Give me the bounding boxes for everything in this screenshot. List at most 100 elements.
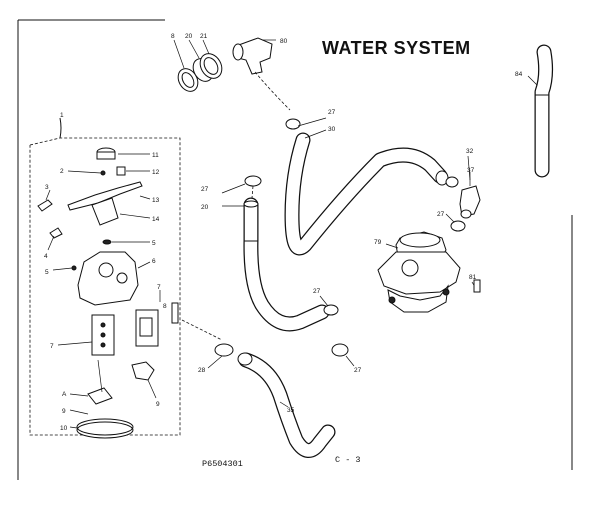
leader-21-top (202, 39, 210, 55)
nozzle-part (131, 361, 155, 381)
leader-7a (57, 341, 93, 346)
leader-8-top (173, 39, 185, 69)
diagram-title: WATER SYSTEM (322, 38, 471, 58)
leader-35 (279, 401, 289, 408)
leader-14 (119, 213, 151, 219)
label-7a: 7 (50, 343, 54, 350)
label-11: 11 (152, 152, 159, 159)
clamp-27-right (450, 220, 466, 232)
dash-valve-to-clamp (181, 319, 223, 341)
leader-10 (69, 426, 78, 429)
hose-84 (527, 44, 554, 178)
label-7b: 7 (157, 284, 161, 291)
leader-30 (304, 129, 327, 139)
solenoid-hole-3 (100, 342, 106, 348)
leader-79 (385, 243, 399, 249)
leader-27-right (445, 213, 455, 223)
label-5b: 5 (45, 269, 49, 276)
label-35: 35 (287, 407, 295, 414)
pin-part (37, 199, 53, 212)
hose-35 (207, 343, 336, 458)
hose-35-end (237, 352, 253, 366)
hose-20 (221, 175, 339, 332)
hose-84-fill (535, 45, 552, 177)
hose-20-top (243, 200, 259, 208)
label-20-top: 20 (185, 33, 193, 40)
label-12: 12 (152, 169, 160, 176)
leader-27-lower (319, 295, 329, 307)
elbow-32-end (460, 209, 472, 219)
valve-assembly (29, 117, 181, 439)
clamp-28 (214, 343, 234, 357)
clamp-37 (445, 176, 459, 188)
leader-9b (69, 409, 89, 415)
label-84: 84 (515, 71, 523, 78)
label-2: 2 (60, 168, 64, 175)
part-81 (473, 279, 481, 293)
top-fittings (173, 37, 291, 111)
pump-inlet (399, 232, 441, 248)
pump-mount-1 (388, 296, 396, 304)
clamp-27-bottom (331, 343, 349, 357)
leader-13 (139, 195, 151, 200)
leader-28 (207, 355, 223, 369)
label-9b: 9 (62, 408, 66, 415)
leader-4 (47, 235, 55, 251)
lever-arm (67, 181, 143, 211)
leader-1 (59, 117, 62, 139)
clip-part (49, 227, 63, 239)
elbow-80 (235, 37, 273, 75)
dash-80-to-27 (254, 71, 291, 111)
leader-6 (137, 261, 151, 269)
page-ref: C - 3 (335, 455, 361, 465)
label-37: 37 (467, 167, 475, 174)
pump-79 (377, 231, 481, 313)
hose-35-fill (239, 353, 335, 457)
leader-20-top (188, 39, 200, 59)
solenoid-core (139, 317, 153, 337)
ring-8-inner (181, 72, 195, 88)
washer-part (102, 239, 112, 245)
label-20-mid: 20 (201, 204, 209, 211)
label-27-top: 27 (328, 109, 336, 116)
valve-labels: 1 11 2 12 3 13 14 5 4 5 6 7 8 7 9 A 9 10 (44, 112, 167, 432)
label-3: 3 (45, 184, 49, 191)
pump-mount-2 (442, 288, 450, 296)
leader-84 (527, 75, 538, 86)
label-8-top: 8 (171, 33, 175, 40)
label-81: 81 (469, 274, 477, 281)
label-80: 80 (280, 38, 288, 45)
label-10: 10 (60, 425, 68, 432)
label-1: 1 (60, 112, 64, 119)
leader-3 (45, 189, 51, 201)
label-32: 32 (466, 148, 474, 155)
leader-a (69, 393, 89, 397)
hose-30-fill (285, 133, 447, 255)
pump-outlet (401, 259, 419, 277)
leader-27-mid (221, 183, 246, 194)
label-21: 21 (200, 33, 208, 40)
cap-body (96, 151, 116, 160)
right-fittings (445, 155, 481, 232)
leader-2 (67, 170, 102, 174)
label-5a: 5 (152, 240, 156, 247)
label-13: 13 (152, 197, 160, 204)
fitting-stem (97, 359, 103, 393)
dash-clamp-hose (251, 185, 254, 199)
valve-port-2 (116, 272, 128, 284)
hose-20-fill (244, 198, 329, 331)
label-9: 9 (156, 401, 160, 408)
clamp-ring-top (76, 418, 134, 436)
elbow-80-end (232, 43, 244, 61)
elbow-32 (459, 185, 481, 217)
label-28: 28 (198, 367, 206, 374)
label-30: 30 (328, 126, 336, 133)
label-4: 4 (44, 253, 48, 260)
screw-part-2 (71, 265, 77, 271)
spring-part (116, 166, 126, 176)
label-14: 14 (152, 216, 160, 223)
solenoid-bracket (171, 302, 179, 324)
pump-body (377, 251, 461, 295)
label-a: A (62, 391, 67, 398)
